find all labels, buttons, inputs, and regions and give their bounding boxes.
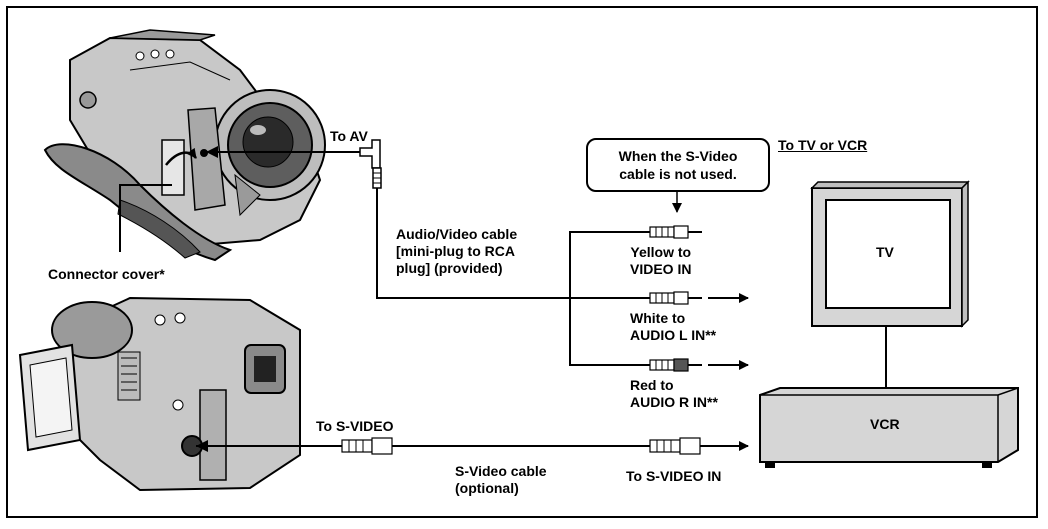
vcr-icon: [759, 387, 1019, 468]
rca-plug-icon: [649, 358, 702, 372]
to-tv-or-vcr-label: To TV or VCR: [778, 137, 868, 153]
yellow-label: Yellow to VIDEO IN: [630, 244, 692, 277]
rca-plug-icon: [649, 225, 702, 239]
av-cable-label: Audio/Video cable [mini-plug to RCA plug…: [396, 226, 518, 276]
callout-box: When the S-Video cable is not used.: [586, 138, 770, 192]
to-s-video-in-label: To S-VIDEO IN: [626, 468, 722, 484]
camcorder-rear-icon: [18, 296, 301, 492]
to-av-label: To AV: [330, 128, 368, 144]
tv-icon: [810, 180, 970, 328]
mini-plug-icon: [359, 139, 382, 189]
rca-plug-icon: [649, 291, 702, 305]
connector-cover-label: Connector cover*: [48, 266, 165, 282]
s-video-plug-icon: [341, 437, 393, 455]
to-s-video-label: To S-VIDEO: [316, 418, 394, 434]
s-video-plug-icon: [649, 437, 701, 455]
camcorder-front-icon: [43, 29, 326, 262]
white-label: White to AUDIO L IN**: [630, 310, 717, 343]
tv-label: TV: [876, 244, 894, 260]
red-label: Red to AUDIO R IN**: [630, 377, 718, 410]
s-video-cable-label: S-Video cable (optional): [455, 463, 547, 496]
vcr-label: VCR: [870, 416, 900, 432]
